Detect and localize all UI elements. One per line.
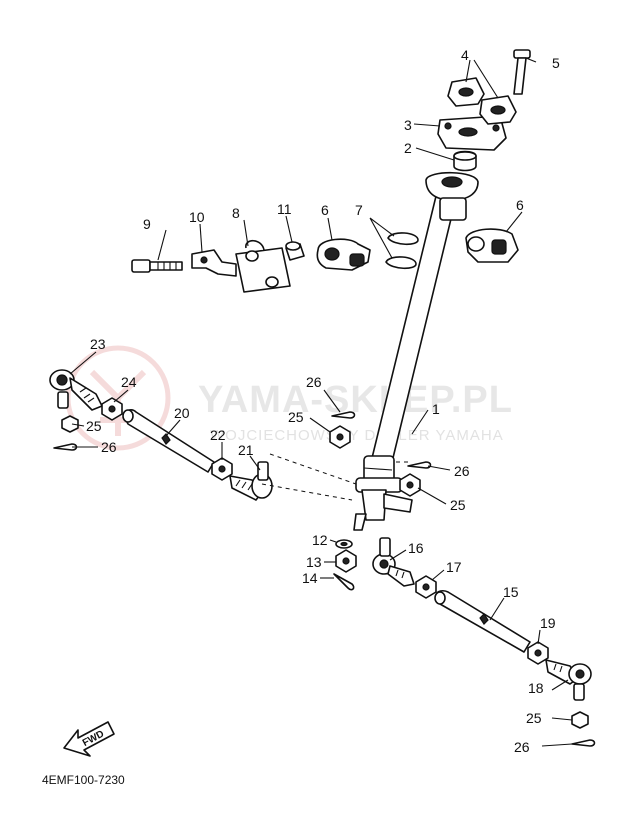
callout-26-upper: 26 xyxy=(306,374,322,390)
part-11-collar xyxy=(285,241,305,261)
part-25-nut-left xyxy=(61,415,79,433)
part-12-washer xyxy=(335,539,353,549)
callout-6-right: 6 xyxy=(516,197,524,213)
callout-16: 16 xyxy=(408,540,424,556)
part-15-tie-rod-right xyxy=(434,590,531,653)
callout-21: 21 xyxy=(238,442,254,458)
part-24-nut xyxy=(101,397,123,421)
part-9-bolt xyxy=(131,259,183,273)
callout-17: 17 xyxy=(446,559,462,575)
part-25-nut-upper xyxy=(329,425,351,449)
watermark-brand: YAMA-SKLEP.PL xyxy=(198,379,513,421)
part-6-clamp-right xyxy=(465,228,519,263)
callout-20: 20 xyxy=(174,405,190,421)
callout-7: 7 xyxy=(355,202,363,218)
fwd-arrow-icon: FWD xyxy=(63,721,115,757)
part-2-bushing xyxy=(453,150,477,172)
part-26-cotter-pin-mid xyxy=(407,461,432,469)
callout-2: 2 xyxy=(404,140,412,156)
callout-26-mid: 26 xyxy=(454,463,470,479)
callout-1: 1 xyxy=(432,401,440,417)
part-23-tie-rod-end-left xyxy=(49,369,103,411)
fwd-label: FWD xyxy=(81,729,106,749)
callout-12: 12 xyxy=(312,532,328,548)
callout-18: 18 xyxy=(528,680,544,696)
part-7-clips xyxy=(385,232,419,270)
callout-3: 3 xyxy=(404,117,412,133)
assembly-lines xyxy=(261,453,408,501)
callout-25-upper: 25 xyxy=(288,409,304,425)
callout-26-lower: 26 xyxy=(514,739,530,755)
callout-19: 19 xyxy=(540,615,556,631)
part-26-cotter-pin-upper xyxy=(331,411,356,419)
part-1-steering-column xyxy=(353,171,479,531)
callout-6-left: 6 xyxy=(321,202,329,218)
part-5-bolt xyxy=(513,49,531,95)
callout-4: 4 xyxy=(461,47,469,63)
part-18-tie-rod-end xyxy=(545,659,592,701)
part-25-nut-mid xyxy=(399,473,421,497)
callout-15: 15 xyxy=(503,584,519,600)
callout-25-lower: 25 xyxy=(526,710,542,726)
part-16-tie-rod-end-right xyxy=(372,537,415,587)
callout-10: 10 xyxy=(189,209,205,225)
callouts: 4 5 3 2 6 7 6 11 8 10 9 23 24 25 26 20 2… xyxy=(86,47,560,755)
part-17-nut xyxy=(415,575,437,599)
callout-5: 5 xyxy=(552,55,560,71)
part-22-nut xyxy=(211,457,233,481)
callout-11: 11 xyxy=(277,201,292,217)
part-4-holders xyxy=(447,77,517,125)
part-26-cotter-pin-lower xyxy=(571,739,596,747)
part-6-clamp-left xyxy=(316,238,371,271)
part-21-tie-rod-end xyxy=(229,461,273,501)
part-10-lock-plate xyxy=(191,249,237,277)
callout-14: 14 xyxy=(302,570,318,586)
part-20-tie-rod-left xyxy=(122,409,215,473)
watermark: YAMA-SKLEP.PL WOJCIECHOWSCY DEALER YAMAH… xyxy=(65,345,513,451)
callout-26-left: 26 xyxy=(101,439,117,455)
callout-24: 24 xyxy=(121,374,137,390)
part-8-plate xyxy=(235,239,291,293)
callout-25-mid: 25 xyxy=(450,497,466,513)
watermark-subtitle: WOJCIECHOWSCY DEALER YAMAHA xyxy=(210,427,504,444)
callout-8: 8 xyxy=(232,205,240,221)
callout-23: 23 xyxy=(90,336,106,352)
part-19-nut xyxy=(527,641,549,665)
callout-9: 9 xyxy=(143,216,151,232)
part-14-cotter-pin xyxy=(333,573,355,591)
callout-25-left: 25 xyxy=(86,418,102,434)
diagram-code: 4EMF100-7230 xyxy=(42,773,125,787)
callout-22: 22 xyxy=(210,427,226,443)
callout-13: 13 xyxy=(306,554,322,570)
part-13-castle-nut xyxy=(335,549,357,573)
part-25-nut-lower xyxy=(571,711,589,729)
leader-lines xyxy=(69,57,573,747)
